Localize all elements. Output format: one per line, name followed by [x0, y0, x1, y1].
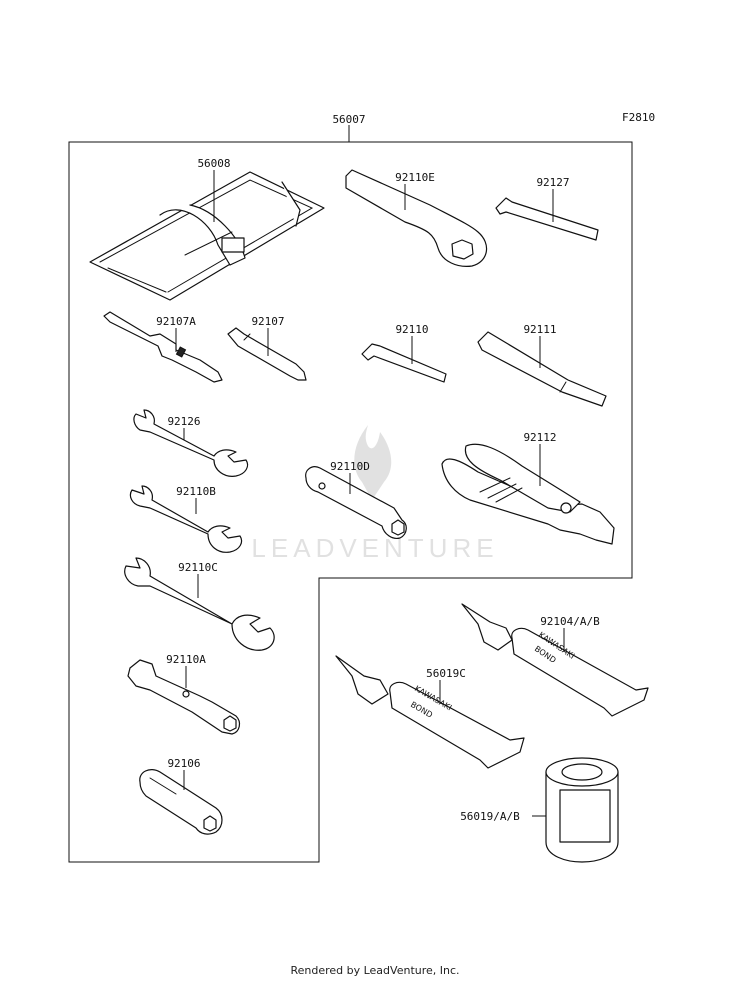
part-label-92111: 92111	[523, 323, 556, 336]
pliers	[441, 443, 615, 545]
box-wrench	[127, 659, 241, 735]
part-label-92110B: 92110B	[176, 485, 216, 498]
screwdriver-bit-a	[103, 311, 223, 383]
leadventure-watermark: LEADVENTURE	[251, 425, 498, 563]
hex-wrench-large	[495, 197, 599, 241]
part-label-92126: 92126	[167, 415, 200, 428]
part-label-56019-A-B: 56019/A/B	[460, 810, 520, 823]
part-label-92107: 92107	[251, 315, 284, 328]
part-label-92110A: 92110A	[166, 653, 206, 666]
watermark-text: LEADVENTURE	[251, 533, 498, 563]
handle	[477, 331, 607, 407]
socket-adapter	[139, 769, 223, 835]
open-wrench-2	[129, 485, 243, 553]
ring-wrench	[345, 169, 488, 267]
part-label-92110D: 92110D	[330, 460, 370, 473]
part-label-92110E: 92110E	[395, 171, 435, 184]
part-label-92110C: 92110C	[178, 561, 218, 574]
part-label-92110: 92110	[395, 323, 428, 336]
flame-logo-icon	[354, 425, 392, 500]
figure-code: F2810	[622, 111, 655, 124]
part-label-92127: 92127	[536, 176, 569, 189]
part-label-56008: 56008	[197, 157, 230, 170]
part-label-92107A: 92107A	[156, 315, 196, 328]
part-label-92104-A-B: 92104/A/B	[540, 615, 600, 628]
part-label-92112: 92112	[523, 431, 556, 444]
footer-credit: Rendered by LeadVenture, Inc.	[290, 964, 460, 977]
tool-bag	[89, 171, 325, 301]
part-label-92106: 92106	[167, 757, 200, 770]
screwdriver-bit	[227, 327, 307, 381]
bond-tube-right: KAWASAKI BOND	[461, 603, 649, 717]
part-label-56019C: 56019C	[426, 667, 466, 680]
open-wrench-3	[124, 557, 275, 651]
spark-plug-wrench	[305, 466, 407, 539]
hex-wrench-small	[361, 343, 447, 383]
kit-outline	[68, 141, 633, 863]
bond-can	[545, 757, 619, 863]
open-wrench-1	[133, 409, 249, 477]
kit-label: 56007	[332, 113, 365, 126]
